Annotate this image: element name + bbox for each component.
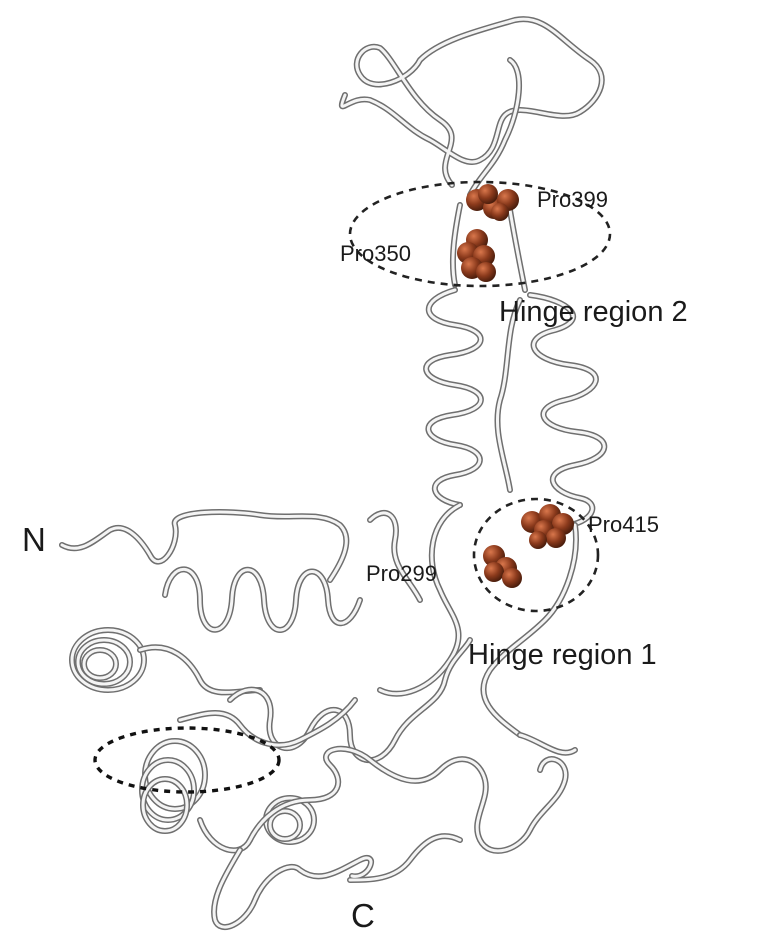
lower-left-domain-upper — [59, 509, 363, 633]
label-pro399: Pro399 — [537, 187, 608, 212]
proline-cluster-pro399 — [466, 184, 519, 221]
label-hinge-region-2: Hinge region 2 — [499, 296, 688, 328]
proline-cluster-pro299 — [483, 545, 522, 588]
label-pro350: Pro350 — [340, 241, 411, 266]
hinge2-dashed-ellipse — [348, 180, 612, 288]
lower-left-dashed-ellipse — [93, 726, 281, 794]
hinge1-dashed-ellipse — [472, 497, 600, 613]
helix-endon-left — [69, 627, 263, 696]
label-pro299: Pro299 — [366, 561, 437, 586]
proline-cluster-pro350 — [457, 229, 496, 282]
helix-upper-left — [423, 287, 484, 508]
helix-middle-lower — [177, 637, 473, 763]
label-c-terminus: C — [351, 897, 375, 934]
proline-cluster-pro415 — [521, 504, 574, 549]
hinge1-backbone — [367, 502, 579, 738]
helix-upper-right — [494, 292, 608, 528]
protein-ribbon — [59, 16, 608, 931]
label-hinge-region-1: Hinge region 1 — [468, 639, 657, 671]
lower-loops — [197, 732, 578, 931]
top-loop-domain — [338, 16, 605, 293]
label-n-terminus: N — [22, 521, 46, 558]
label-pro415: Pro415 — [588, 512, 659, 537]
